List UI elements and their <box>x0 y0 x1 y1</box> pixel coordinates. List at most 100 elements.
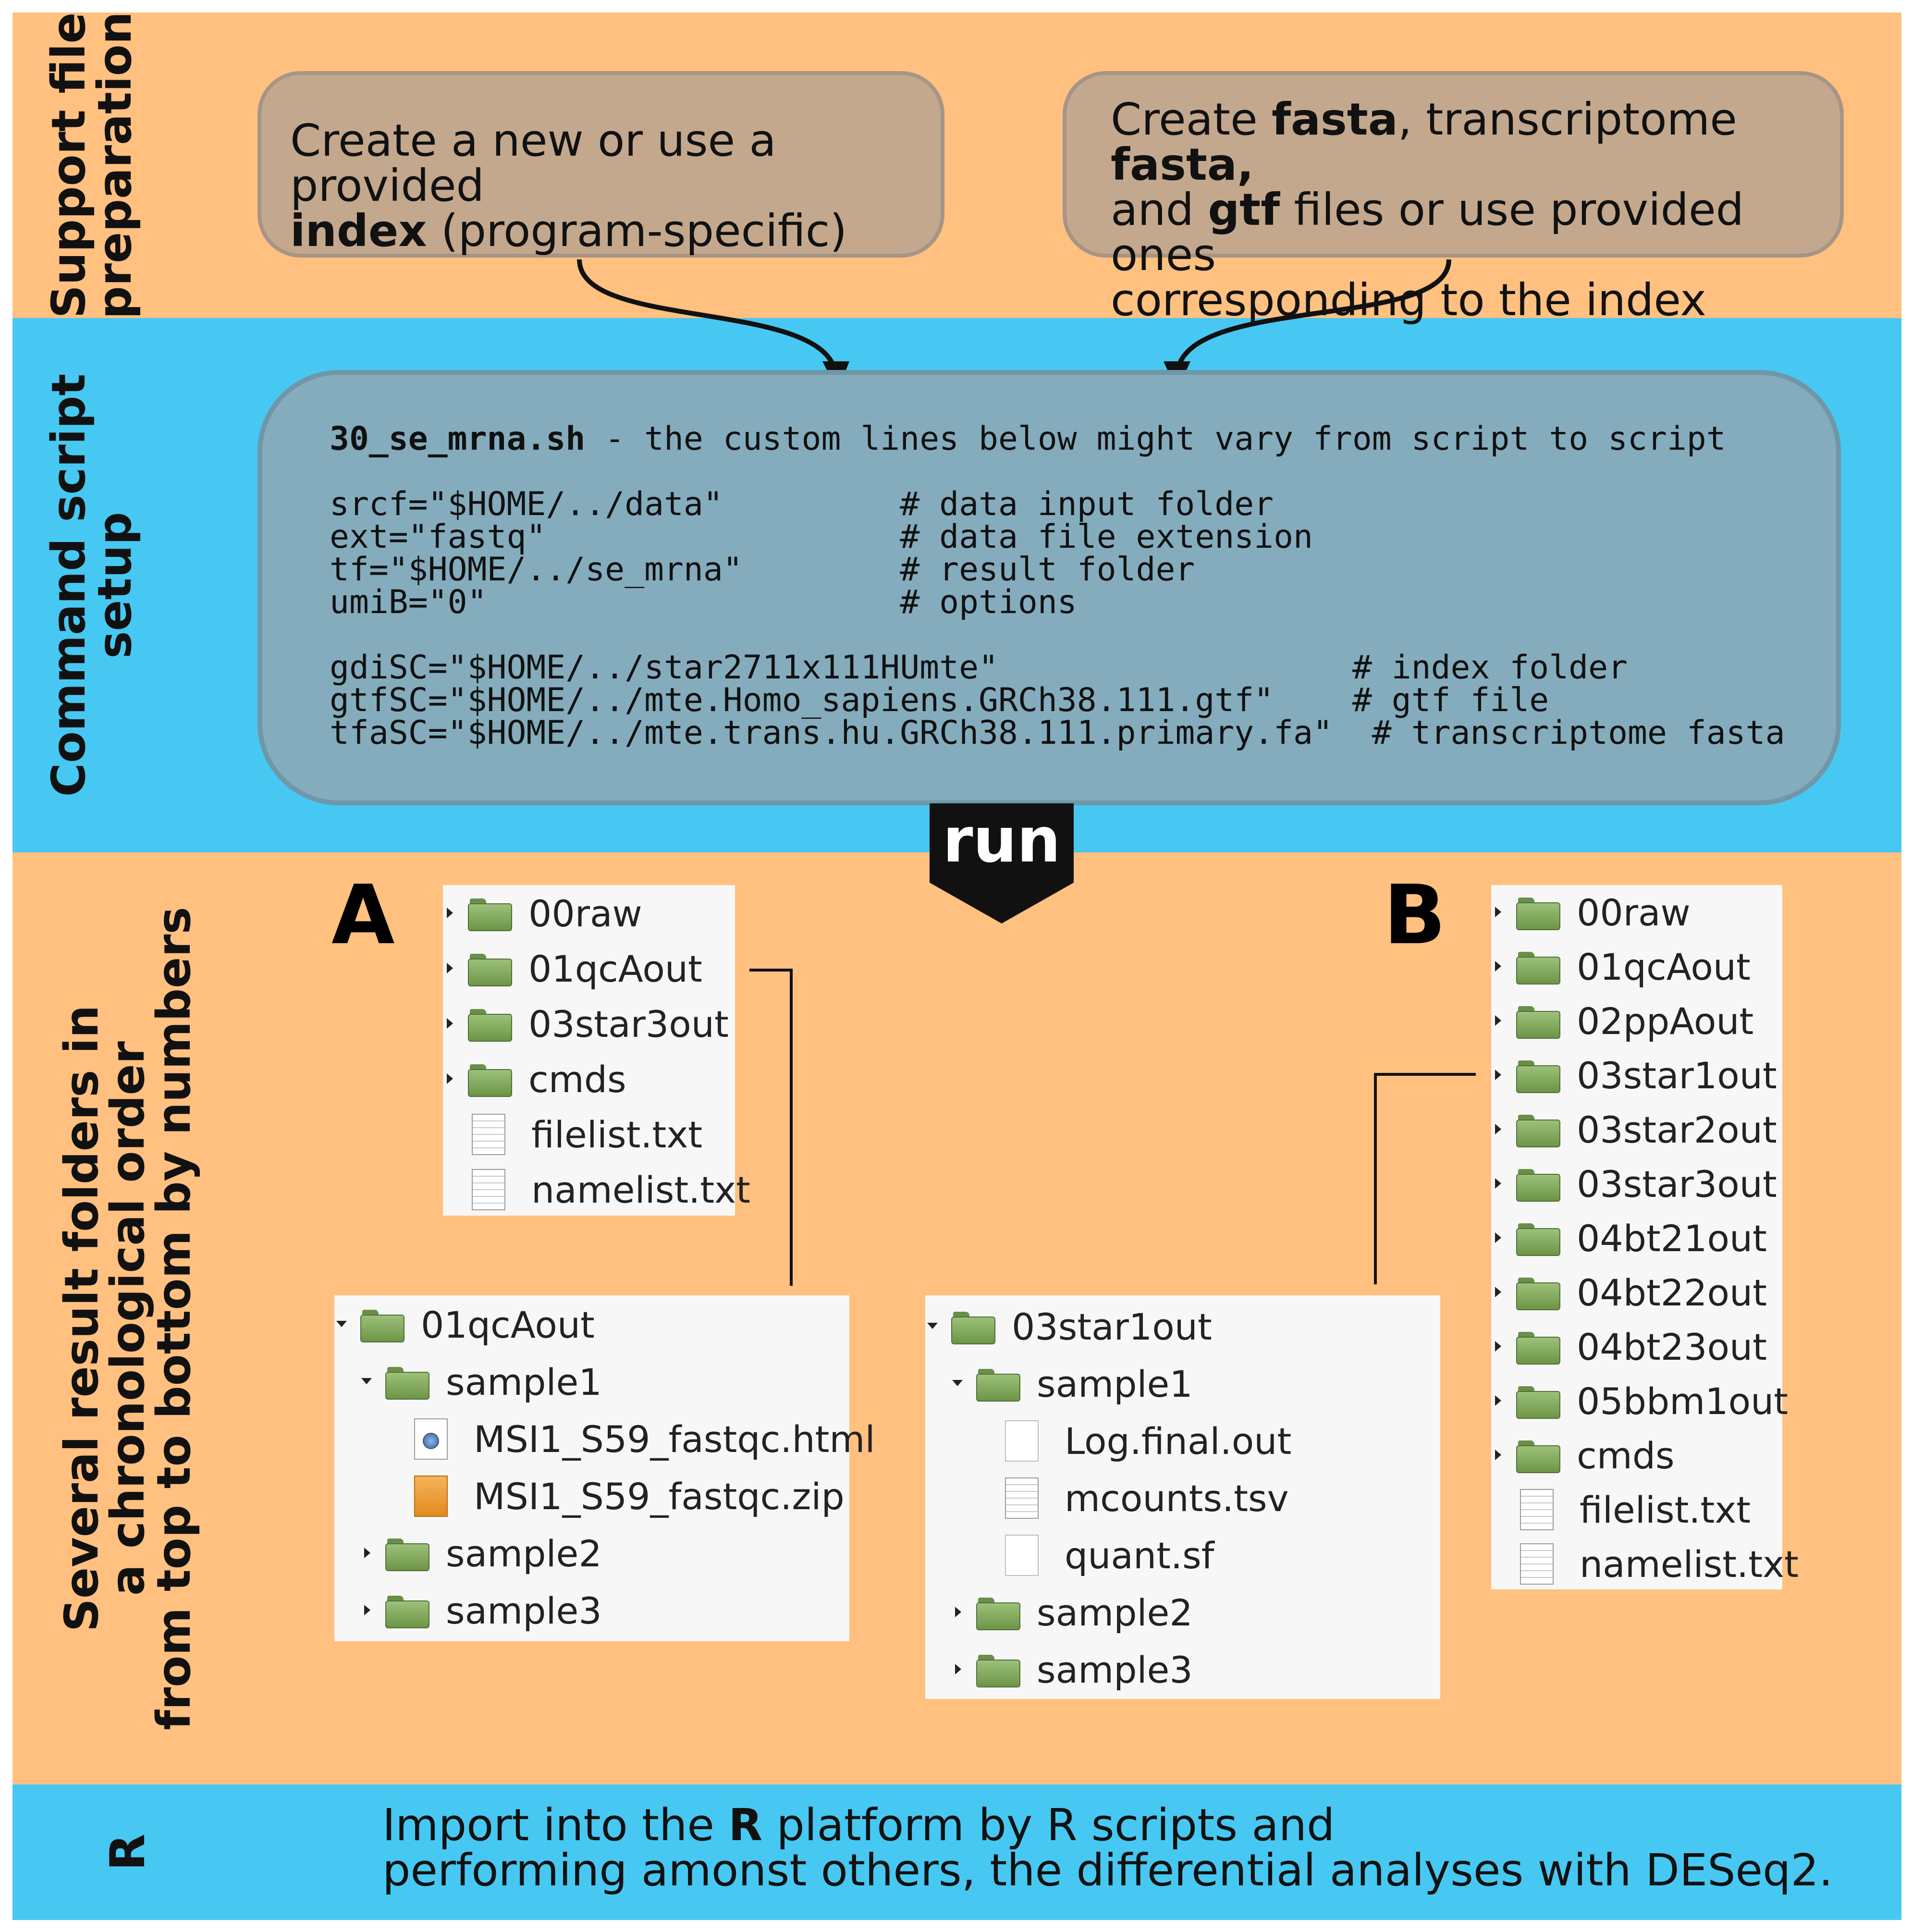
collapsed-arrow-icon[interactable] <box>951 1603 966 1622</box>
folder-icon <box>468 897 512 931</box>
expanded-arrow-icon[interactable] <box>360 1372 375 1391</box>
tree-item-label: sample3 <box>1037 1648 1193 1691</box>
tree-folder-row[interactable]: cmds <box>1491 1428 1675 1483</box>
script-line-tf: tf="$HOME/../se_mrna" # result folder <box>330 551 1195 589</box>
collapsed-arrow-icon[interactable] <box>360 1601 375 1620</box>
collapsed-arrow-icon[interactable] <box>1491 1391 1506 1411</box>
folder-icon <box>976 1653 1020 1687</box>
collapsed-arrow-icon[interactable] <box>1491 1337 1506 1356</box>
collapsed-arrow-icon[interactable] <box>443 1070 457 1089</box>
panel-label-b: B <box>1384 868 1446 963</box>
index-box: Create a new or use a provided index (pr… <box>257 71 944 258</box>
tree-file-row[interactable]: filelist.txt <box>1491 1482 1751 1537</box>
tree-folder-row[interactable]: 03star1out <box>1491 1048 1777 1103</box>
folder-icon <box>1516 1439 1560 1473</box>
tree-item-label: sample2 <box>1037 1591 1193 1634</box>
tree-folder-row[interactable]: 00raw <box>1491 885 1691 940</box>
tree-item-label: sample3 <box>446 1589 602 1632</box>
collapsed-arrow-icon[interactable] <box>1491 1283 1506 1302</box>
tree-item-label: cmds <box>1577 1434 1675 1477</box>
script-line-srcf: srcf="$HOME/../data" # data input folder <box>330 485 1274 523</box>
run-arrow <box>930 803 1074 923</box>
collapsed-arrow-icon[interactable] <box>360 1544 375 1563</box>
tree-spacer <box>1491 1500 1506 1519</box>
collapsed-arrow-icon[interactable] <box>1491 1011 1506 1031</box>
tree-item-label: filelist.txt <box>1580 1488 1751 1531</box>
tree-folder-row[interactable]: 03star2out <box>1491 1102 1777 1157</box>
folder-icon <box>1516 1167 1560 1202</box>
collapsed-arrow-icon[interactable] <box>443 959 457 978</box>
tree-folder-row[interactable]: 03star1out <box>926 1299 1212 1354</box>
tree-folder-row[interactable]: sample3 <box>360 1583 602 1638</box>
collapsed-arrow-icon[interactable] <box>951 1660 966 1679</box>
tree-file-row[interactable]: MSI1_S59_fastqc.html <box>385 1412 875 1466</box>
tree-item-label: 01qcAout <box>528 947 702 990</box>
tree-file-row[interactable]: namelist.txt <box>1491 1537 1799 1591</box>
connector-a-vertical <box>790 969 793 1286</box>
collapsed-arrow-icon[interactable] <box>1491 1174 1506 1194</box>
tree-file-row[interactable]: mcounts.tsv <box>976 1471 1289 1526</box>
tree-folder-row[interactable]: 05bbm1out <box>1491 1374 1788 1428</box>
collapsed-arrow-icon[interactable] <box>1491 1066 1506 1085</box>
tree-item-label: filelist.txt <box>531 1113 703 1156</box>
tree-folder-row[interactable]: 04bt23out <box>1491 1319 1767 1374</box>
tree-folder-row[interactable]: sample2 <box>951 1585 1193 1640</box>
tree-file-row[interactable]: namelist.txt <box>443 1162 750 1217</box>
folder-icon <box>468 1007 512 1042</box>
tree-folder-row[interactable]: sample2 <box>360 1526 602 1581</box>
collapsed-arrow-icon[interactable] <box>1491 1446 1506 1465</box>
collapsed-arrow-icon[interactable] <box>1491 1120 1506 1139</box>
tree-folder-row[interactable]: 03star3out <box>1491 1157 1777 1211</box>
tree-folder-row[interactable]: 00raw <box>443 886 642 941</box>
expanded-arrow-icon[interactable] <box>951 1374 966 1393</box>
html-file-icon <box>414 1418 448 1460</box>
tree-item-label: namelist.txt <box>531 1168 750 1211</box>
tree-file-row[interactable]: quant.sf <box>976 1528 1214 1583</box>
expanded-arrow-icon[interactable] <box>926 1317 941 1336</box>
connector-a-horizontal <box>749 969 793 972</box>
expanded-arrow-icon[interactable] <box>335 1315 350 1334</box>
arrows-to-script <box>577 259 1451 392</box>
collapsed-arrow-icon[interactable] <box>443 1014 457 1034</box>
tree-folder-row[interactable]: sample3 <box>951 1642 1193 1697</box>
collapsed-arrow-icon[interactable] <box>1491 957 1506 976</box>
tree-folder-row[interactable]: 01qcAout <box>1491 939 1751 994</box>
collapsed-arrow-icon[interactable] <box>443 904 457 923</box>
collapsed-arrow-icon[interactable] <box>1491 903 1506 922</box>
tree-folder-row[interactable]: sample1 <box>951 1356 1193 1411</box>
folder-icon <box>1516 1384 1560 1419</box>
r-band <box>12 1784 1901 1920</box>
tree-folder-row[interactable]: 03star3out <box>443 997 729 1051</box>
tree-file-row[interactable]: MSI1_S59_fastqc.zip <box>385 1469 845 1524</box>
tree-spacer <box>976 1431 991 1451</box>
tree-item-label: 00raw <box>1577 891 1691 934</box>
tree-item-label: 04bt23out <box>1577 1325 1767 1368</box>
tree-folder-row[interactable]: 04bt22out <box>1491 1265 1767 1320</box>
tree-folder-row[interactable]: 04bt21out <box>1491 1211 1767 1266</box>
folder-icon <box>360 1308 404 1342</box>
folder-icon <box>1516 1330 1560 1365</box>
tree-folder-row[interactable]: cmds <box>443 1052 626 1107</box>
collapsed-arrow-icon[interactable] <box>1491 1229 1506 1248</box>
tree-spacer <box>443 1180 457 1199</box>
script-line-tfasc: tfaSC="$HOME/../mte.trans.hu.GRCh38.111.… <box>330 714 1785 752</box>
folder-icon <box>951 1310 995 1344</box>
tree-spacer <box>976 1546 991 1565</box>
tree-item-label: 02ppAout <box>1577 999 1754 1043</box>
arrow-fasta-to-script <box>1175 259 1451 375</box>
tree-folder-row[interactable]: sample1 <box>360 1354 602 1409</box>
tree-file-row[interactable]: filelist.txt <box>443 1107 702 1162</box>
tree-file-row[interactable]: Log.final.out <box>976 1414 1291 1468</box>
folder-icon <box>385 1594 429 1628</box>
tree-item-label: 04bt22out <box>1577 1271 1767 1314</box>
tree-item-label: MSI1_S59_fastqc.zip <box>474 1475 845 1518</box>
tree-folder-row[interactable]: 01qcAout <box>335 1297 595 1352</box>
script-box: 30_se_mrna.sh - the custom lines below m… <box>257 370 1841 805</box>
folder-icon <box>1516 1113 1560 1147</box>
tree-a-top-panel <box>443 885 735 1216</box>
fasta-box-line2: and gtf files or use provided ones <box>1111 184 1744 281</box>
file-icon <box>1005 1535 1039 1576</box>
tree-folder-row[interactable]: 02ppAout <box>1491 994 1753 1048</box>
tree-item-label: namelist.txt <box>1580 1542 1799 1586</box>
tree-folder-row[interactable]: 01qcAout <box>443 941 702 996</box>
